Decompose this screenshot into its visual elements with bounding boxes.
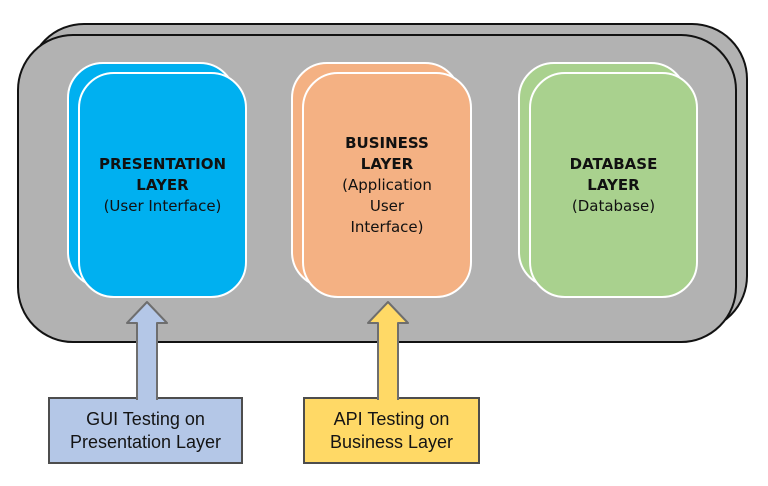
presentation-layer-title-line: PRESENTATION — [98, 154, 227, 173]
database-layer-card: DATABASE LAYER (Database) — [529, 72, 698, 298]
business-layer-card: BUSINESS LAYER (Application User Interfa… — [302, 72, 472, 298]
api-testing-label-line: Business Layer — [329, 431, 454, 452]
gui-testing-label-line: Presentation Layer — [69, 431, 222, 452]
business-layer-subtitle-line: (Application — [342, 175, 432, 194]
business-layer-subtitle-line: Interface) — [350, 217, 424, 236]
database-layer-title-line: DATABASE — [569, 154, 658, 173]
presentation-layer-title-line: LAYER — [136, 175, 189, 194]
gui-testing-callout-box: GUI Testing on Presentation Layer — [48, 397, 243, 464]
database-layer-subtitle: (Database) — [571, 196, 656, 215]
business-layer-title-line: BUSINESS — [345, 133, 429, 152]
database-layer-title-line: LAYER — [587, 175, 640, 194]
api-testing-callout-box: API Testing on Business Layer — [303, 397, 480, 464]
api-testing-label-line: API Testing on — [333, 408, 450, 429]
business-layer-subtitle-line: User — [369, 196, 405, 215]
business-layer-title-line: LAYER — [360, 154, 414, 173]
presentation-layer-card: PRESENTATION LAYER (User Interface) — [78, 72, 247, 298]
presentation-layer-subtitle: (User Interface) — [103, 196, 222, 215]
gui-testing-label-line: GUI Testing on — [86, 408, 205, 429]
